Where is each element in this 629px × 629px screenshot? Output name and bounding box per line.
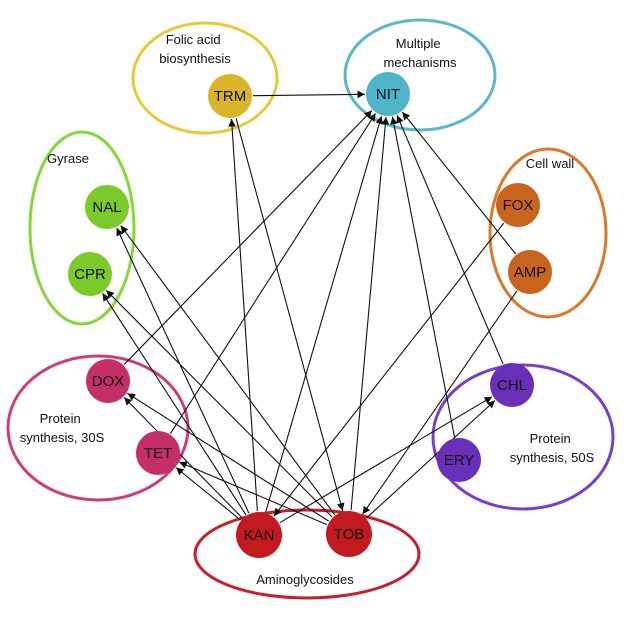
nodes: TRM NIT NAL CPR FOX AMP DOX TET: [68, 72, 552, 558]
node-tet-label: TET: [144, 445, 172, 462]
edges: [102, 90, 518, 526]
node-ery-circle: [437, 438, 481, 482]
edge-trm-kan: [228, 118, 258, 512]
group-multiple-ellipse: [343, 18, 497, 132]
node-nit-label: NIT: [376, 86, 400, 103]
edge-trm-nit: [252, 90, 366, 99]
edge-amp-tob: [362, 290, 518, 515]
edge-cpr-kan: [102, 293, 247, 516]
node-tob-label: TOB: [334, 526, 365, 543]
edge-nal-kan: [116, 227, 250, 514]
group-ellipses: [6, 18, 615, 600]
node-kan[interactable]: KAN: [236, 512, 282, 558]
node-dox[interactable]: DOX: [86, 359, 130, 403]
node-nal-circle: [85, 185, 129, 229]
group-p50s-ellipse: [431, 363, 615, 511]
node-fox[interactable]: FOX: [496, 183, 540, 227]
node-trm-circle: [208, 74, 252, 118]
edge-chl-kan: [279, 396, 493, 524]
node-chl-circle: [490, 363, 534, 407]
group-labels: Folic acid biosynthesis Multiple mechani…: [20, 32, 595, 587]
group-p50s-label: Protein synthesis, 50S: [510, 431, 595, 465]
group-multiple-label: Multiple mechanisms: [384, 36, 457, 70]
node-cpr[interactable]: CPR: [68, 252, 112, 296]
node-nit[interactable]: NIT: [366, 72, 410, 116]
node-chl[interactable]: CHL: [490, 363, 534, 407]
node-dox-label: DOX: [92, 373, 125, 390]
node-cpr-label: CPR: [74, 266, 106, 283]
node-trm-label: TRM: [214, 88, 247, 105]
node-tob[interactable]: TOB: [326, 511, 372, 557]
group-folic-label: Folic acid biosynthesis: [159, 32, 231, 66]
edge-tet-kan: [175, 467, 241, 521]
node-trm[interactable]: TRM: [208, 74, 252, 118]
edge-nit-chl: [396, 114, 504, 365]
node-fox-circle: [496, 183, 540, 227]
edge-nit-tet: [169, 113, 377, 434]
edge-nit-tob: [350, 116, 390, 511]
group-p30s-ellipse: [6, 354, 190, 502]
edge-dox-kan: [123, 397, 243, 519]
edge-chl-tob: [366, 400, 496, 519]
edge-tet-tob: [178, 461, 328, 526]
group-gyrase-ellipse: [28, 130, 136, 326]
node-fox-label: FOX: [503, 197, 534, 214]
node-nit-circle: [366, 72, 410, 116]
edge-fox-kan: [273, 222, 505, 517]
node-kan-circle: [236, 512, 282, 558]
node-amp-circle: [508, 250, 552, 294]
edge-trm-tob: [235, 118, 345, 511]
group-amino-ellipse: [193, 508, 421, 600]
node-chl-label: CHL: [497, 377, 527, 394]
edge-nal-tob: [120, 225, 336, 516]
edge-nit-amp: [401, 111, 517, 255]
node-dox-circle: [86, 359, 130, 403]
group-cellwall-label: Cell wall: [526, 156, 575, 171]
node-tet[interactable]: TET: [136, 431, 180, 475]
group-amino-label: Aminoglycosides: [256, 572, 354, 587]
node-tob-circle: [326, 511, 372, 557]
group-p30s-label: Protein synthesis, 30S: [20, 411, 105, 445]
node-tet-circle: [136, 431, 180, 475]
group-folic-ellipse: [131, 21, 279, 135]
node-nal[interactable]: NAL: [85, 185, 129, 229]
node-ery[interactable]: ERY: [437, 438, 481, 482]
node-nal-label: NAL: [92, 199, 121, 216]
node-amp-label: AMP: [514, 264, 547, 281]
node-kan-label: KAN: [244, 527, 275, 544]
edge-nit-dox: [123, 110, 373, 365]
node-amp[interactable]: AMP: [508, 250, 552, 294]
edge-nit-ery: [390, 116, 456, 438]
group-cellwall-ellipse: [488, 147, 608, 319]
edge-dox-tob: [127, 392, 329, 522]
edge-cpr-tob: [105, 289, 333, 518]
node-ery-label: ERY: [444, 452, 475, 469]
edge-nit-kan: [265, 115, 384, 513]
node-cpr-circle: [68, 252, 112, 296]
group-gyrase-label: Gyrase: [47, 151, 89, 166]
